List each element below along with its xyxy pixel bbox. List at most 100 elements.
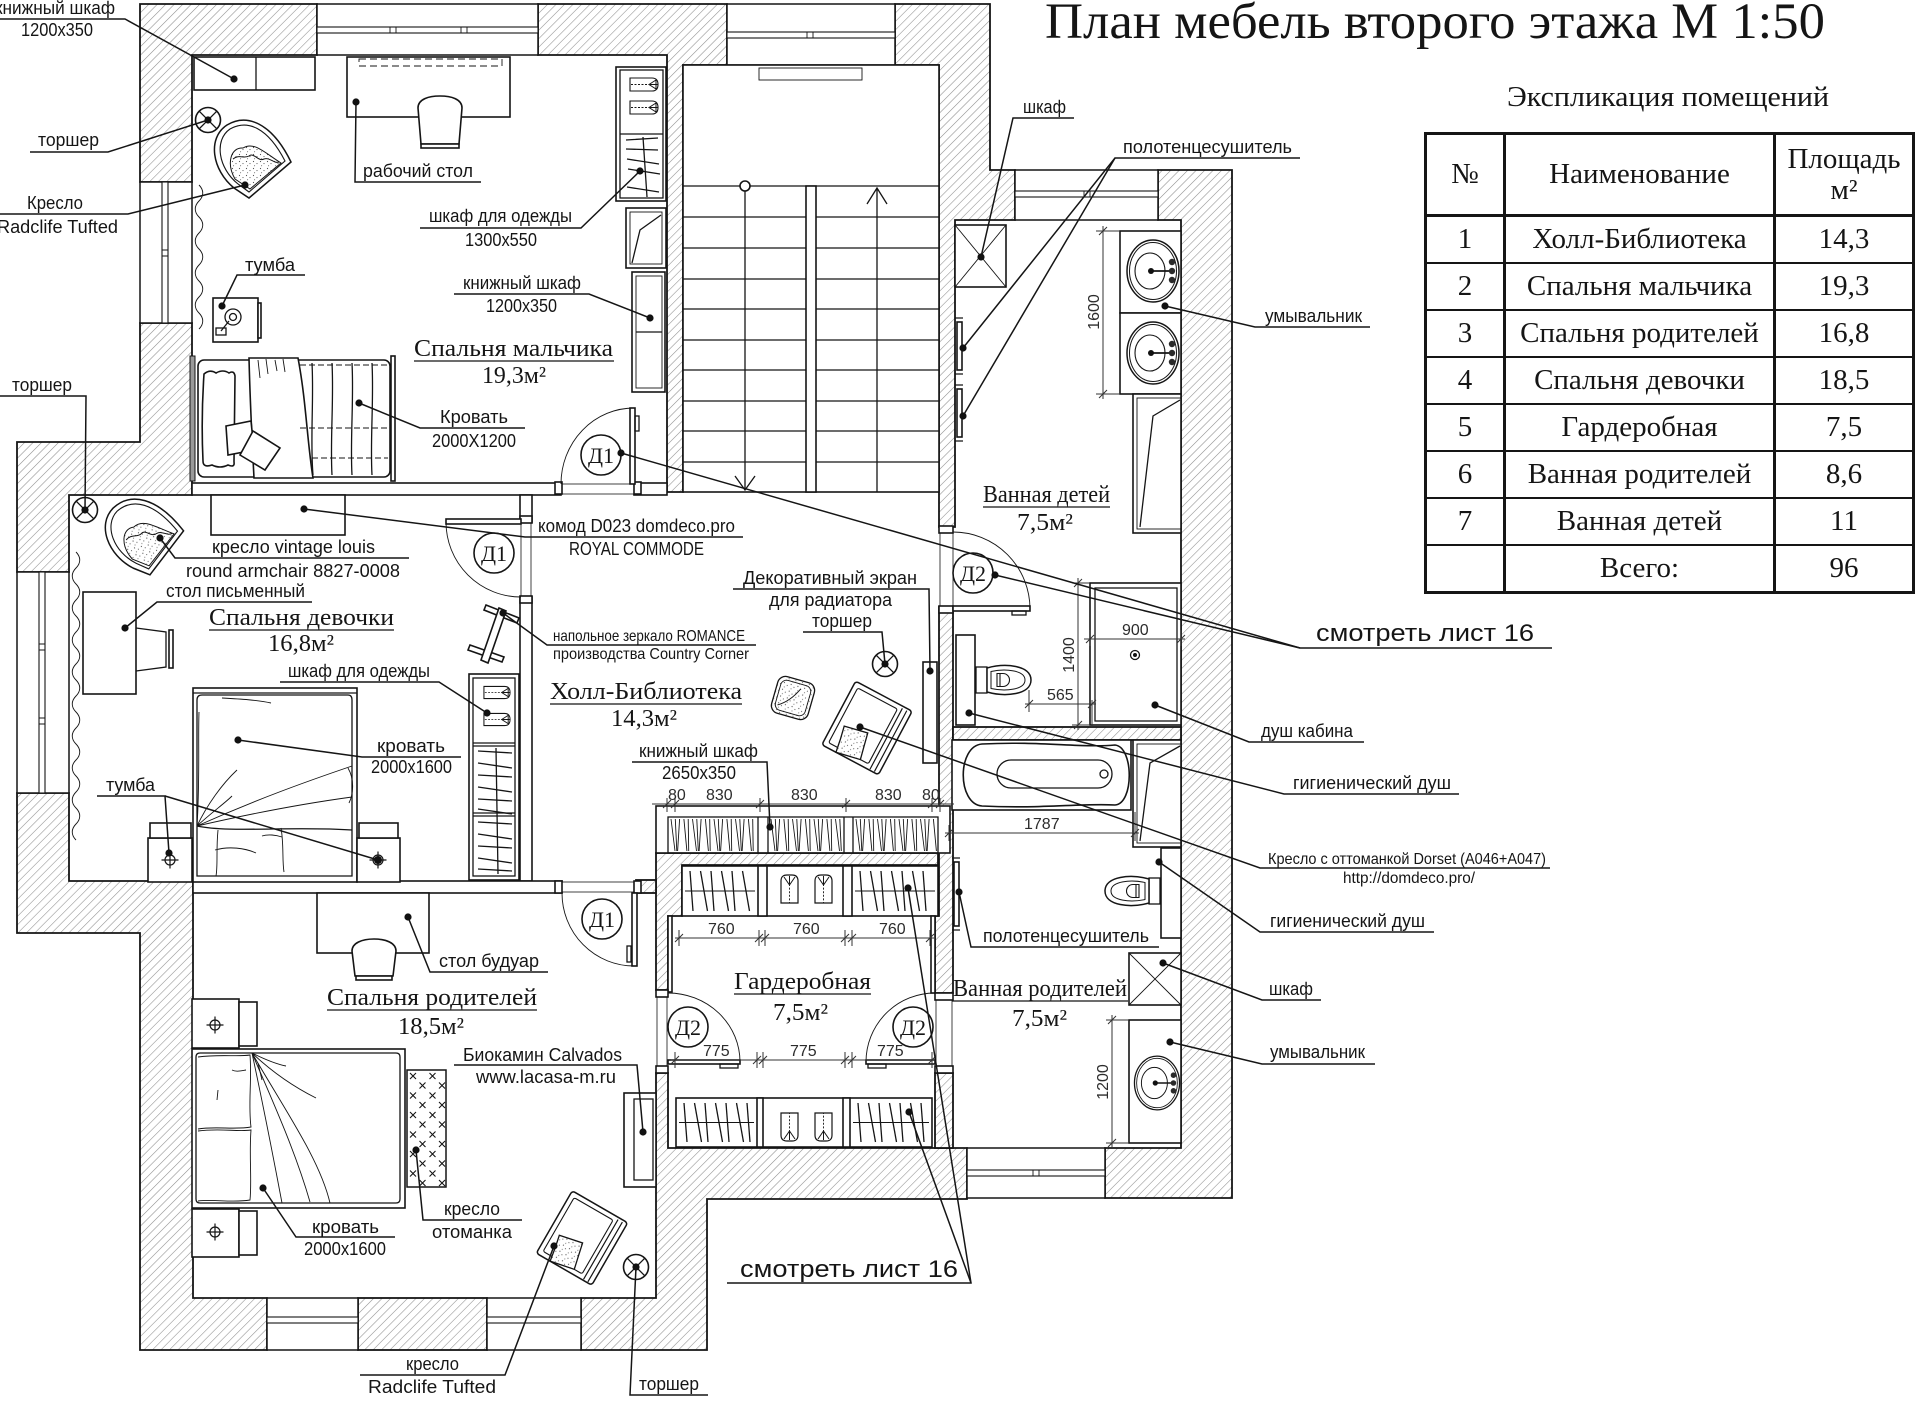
shirt-icon	[780, 1112, 799, 1142]
door-girl-bedroom: Д1	[445, 515, 533, 604]
callout-text: торшер	[12, 375, 72, 395]
leader-dot	[230, 75, 238, 83]
cell-number: 7	[1424, 497, 1505, 545]
book-spine	[932, 818, 937, 852]
callout-see-sheet-doors: смотреть лист 16	[617, 449, 1552, 649]
boudoir-table	[316, 892, 430, 981]
dimension-text: 775	[703, 1043, 730, 1060]
callout-text: гигиенический душ	[1270, 911, 1425, 931]
door-jamb	[934, 1065, 954, 1074]
book-spine	[704, 818, 709, 852]
room-label-girl-bedroom: Спальня девочки 16,8м²	[209, 605, 394, 657]
dimension-bathtub: 1787	[944, 812, 1140, 841]
hanger-icon	[699, 870, 709, 912]
room-area: 16,8м²	[268, 631, 334, 657]
clothes-rail	[495, 747, 499, 875]
callout-boudoir-table: стол будуар	[404, 913, 548, 973]
cabinet-door-swing	[1139, 745, 1181, 842]
staircase	[682, 64, 940, 493]
column-header-number: №	[1424, 132, 1505, 217]
nightstand-handle	[257, 302, 262, 339]
callout-washbasin-parents-bath: умывальник	[1166, 1038, 1375, 1065]
hanger-icon	[477, 868, 513, 872]
dimension-text: 80	[922, 787, 940, 804]
cell-room-name: Спальня родителей	[1503, 309, 1775, 357]
leader-dot	[1159, 959, 1167, 967]
leader-line	[30, 119, 209, 153]
room-label-parents-bedroom: Спальня родителей 18,5м²	[327, 985, 537, 1040]
window-glazing	[266, 1316, 359, 1324]
cell-room-name: Спальня девочки	[1503, 356, 1775, 404]
leader-line	[968, 712, 1459, 795]
dimension-line	[670, 1052, 937, 1068]
leader-dot	[156, 534, 164, 542]
hanger-icon	[911, 870, 921, 912]
callout-text: напольное зеркало ROMANCE	[553, 628, 745, 645]
cushion	[238, 429, 282, 472]
book-spine	[696, 818, 699, 852]
desk-chair	[135, 627, 167, 672]
hanger-icon	[477, 857, 513, 864]
cell-room-name: Ванная детей	[1503, 497, 1775, 545]
wardrobe-girl	[468, 673, 520, 881]
book-spine	[787, 818, 790, 852]
callout-text: кресло	[444, 1199, 500, 1219]
door-swing-arc	[865, 992, 936, 1063]
book-spine	[905, 818, 909, 852]
callout-text: смотреть лист 16	[1316, 620, 1534, 647]
room-label-hall-library: Холл-Библиотека 14,3м²	[550, 679, 742, 732]
door-jamb	[938, 605, 954, 614]
bookcase-2650x350	[655, 805, 951, 854]
callout-text: кровать	[377, 736, 445, 756]
curtain	[71, 551, 81, 841]
leader-line	[0, 18, 235, 80]
leader-line	[803, 631, 886, 665]
book-spine	[809, 818, 811, 852]
door-handle	[634, 415, 640, 432]
door-swing-arc	[667, 992, 741, 1063]
room-name: Ванная родителей	[953, 976, 1127, 1002]
commode	[210, 494, 346, 536]
leader-dot	[991, 571, 999, 579]
dimension-text: 1600	[1086, 294, 1103, 330]
book-spine	[872, 818, 875, 852]
book-spine	[796, 818, 799, 852]
room-area: 7,5м²	[1017, 510, 1073, 536]
drain-center	[1133, 653, 1137, 657]
sheet-title: План мебель второго этажа М 1:50	[1045, 0, 1825, 50]
callout-text: Биокамин Calvados	[463, 1045, 622, 1065]
window-glazing	[38, 571, 46, 794]
dimension-children-washbasins: 1600	[1086, 226, 1120, 399]
cell-room-name: Гардеробная	[1503, 403, 1775, 451]
leader-line	[0, 395, 87, 511]
door-boy-bedroom: Д1	[554, 407, 642, 495]
hanger-icon	[857, 1102, 862, 1143]
pillow	[197, 1129, 252, 1202]
walk-in-closet-furniture	[667, 865, 939, 1148]
book-spine	[783, 818, 788, 852]
cell-number: 6	[1424, 450, 1505, 498]
callout-commode: комод D023 domdeco.pro ROYAL COMMODE	[300, 505, 743, 559]
dimension-text: 830	[791, 787, 818, 804]
book-spine	[817, 818, 821, 852]
callout-text: Кровать	[440, 407, 508, 427]
callout-cabinet-children-bath: шкаф	[977, 97, 1074, 261]
callout-bed-parents: кровать 2000x1600	[259, 1184, 395, 1259]
bathtub	[951, 739, 1132, 811]
leader-line	[280, 681, 488, 714]
hanger-icon	[477, 833, 513, 840]
closet-upper-storage	[681, 865, 939, 917]
bed-2000x1600-girl	[192, 687, 358, 883]
floor-mirror-romance	[466, 603, 521, 665]
hanger-icon	[477, 821, 513, 825]
door-handle	[867, 1063, 887, 1069]
callout-nightstand-boy: тумба	[218, 255, 305, 310]
cell-number	[1424, 544, 1505, 593]
washbasin-icon	[1126, 239, 1180, 303]
leader-dot	[926, 667, 934, 675]
dimension-text: 775	[790, 1043, 817, 1060]
callout-floor-lamp-hall: торшер	[803, 611, 886, 665]
